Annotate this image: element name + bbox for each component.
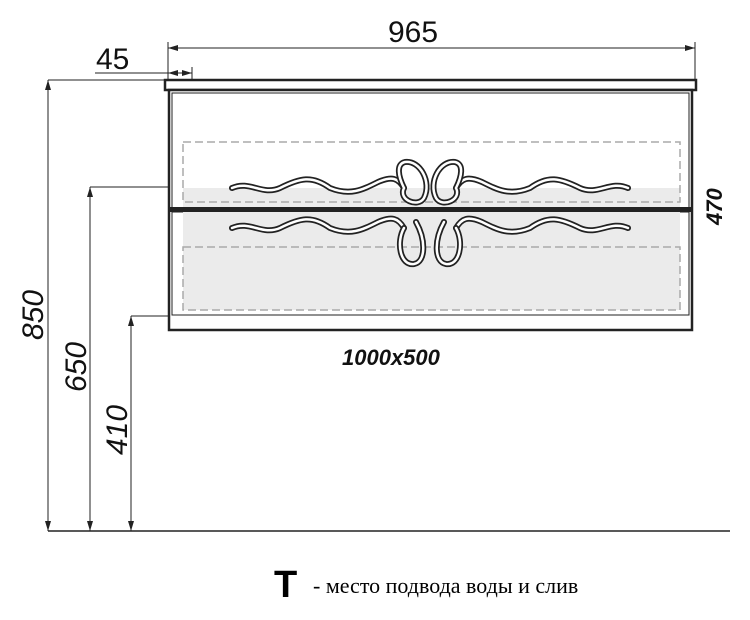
dimension-cabinet-height-label: 470	[702, 188, 727, 226]
legend-description: - место подвода воды и слив	[313, 573, 578, 598]
lower-inner-box	[182, 246, 681, 311]
dimension-top-width: 965	[167, 16, 696, 88]
cabinet-size-label: 1000x500	[342, 345, 441, 370]
vanity-cabinet	[163, 78, 698, 332]
dimension-total-height-label: 850	[17, 290, 50, 340]
cabinet-top	[163, 78, 698, 92]
dimension-total-height: 850	[17, 79, 168, 531]
legend-symbol: T	[274, 564, 297, 606]
dimension-lower-level: 410	[101, 315, 200, 531]
dimension-overhang-label: 45	[96, 43, 129, 76]
lower-drawer-ornament	[229, 215, 631, 267]
dimension-overhang: 45	[95, 43, 193, 88]
dimension-lower-level-label: 410	[101, 405, 134, 455]
water-supply-zone	[183, 188, 680, 310]
upper-inner-box	[182, 141, 681, 203]
dimension-upper-level-label: 650	[60, 342, 93, 392]
upper-drawer-ornament	[229, 158, 631, 206]
dimension-top-width-label: 965	[388, 16, 438, 49]
legend: T - место подвода воды и слив	[274, 564, 578, 606]
